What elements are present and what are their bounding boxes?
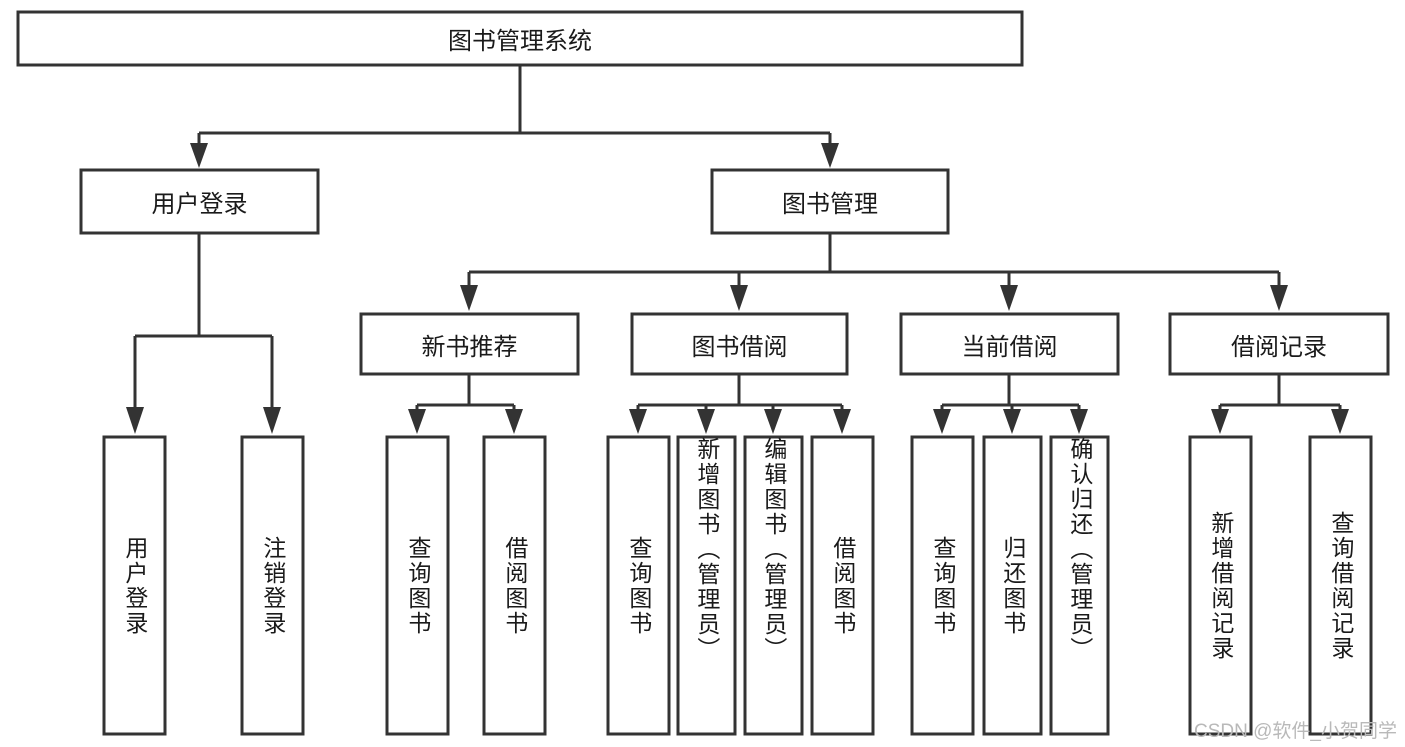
node-book-mgmt-box[interactable] — [710, 168, 950, 235]
arrow-head-icon — [1070, 409, 1088, 434]
node-borrow-record-box[interactable] — [1168, 312, 1390, 376]
arrow-head-icon — [505, 409, 523, 434]
arrow-head-icon — [1211, 409, 1229, 434]
node-root-box[interactable] — [16, 10, 1024, 67]
arrow-head-icon — [697, 409, 715, 434]
arrow-head-icon — [1270, 285, 1288, 311]
leaf-box[interactable] — [982, 435, 1043, 736]
node-book-borrow-box[interactable] — [630, 312, 849, 376]
arrow-head-icon — [190, 143, 208, 168]
arrow-head-icon — [629, 409, 647, 434]
connector-group-borrow-record — [1211, 374, 1349, 434]
connector-group-root — [190, 65, 839, 168]
arrow-head-icon — [764, 409, 782, 434]
node-user-login-box[interactable] — [79, 168, 320, 235]
arrow-head-icon — [933, 409, 951, 434]
connector-group-new-book-rec — [408, 374, 523, 434]
leaf-box[interactable] — [1049, 435, 1110, 736]
csdn-watermark: CSDN @软件_小贺同学 — [1194, 721, 1397, 742]
leaf-box[interactable] — [606, 435, 671, 736]
arrow-head-icon — [460, 285, 478, 311]
arrow-head-icon — [821, 143, 839, 168]
leaf-box[interactable] — [743, 435, 804, 736]
connector-group-current-borrow — [933, 374, 1088, 434]
connector-group-book-borrow — [629, 374, 851, 434]
node-current-borrow-box[interactable] — [899, 312, 1120, 376]
leaf-box[interactable] — [910, 435, 975, 736]
connector-group-book-mgmt — [460, 233, 1288, 311]
leaf-box[interactable] — [102, 435, 167, 736]
arrow-head-icon — [126, 407, 144, 434]
leaf-box[interactable] — [676, 435, 737, 736]
node-new-book-rec-box[interactable] — [359, 312, 580, 376]
leaf-box[interactable] — [482, 435, 547, 736]
arrow-head-icon — [1003, 409, 1021, 434]
leaf-box[interactable] — [385, 435, 450, 736]
connector-group-user-login — [126, 233, 281, 434]
leaf-box[interactable] — [1308, 435, 1373, 736]
leaf-box[interactable] — [240, 435, 305, 736]
arrow-head-icon — [1000, 285, 1018, 311]
arrow-head-icon — [833, 409, 851, 434]
arrow-head-icon — [1331, 409, 1349, 434]
leaf-box[interactable] — [1188, 435, 1253, 736]
arrow-head-icon — [263, 407, 281, 434]
arrow-head-icon — [408, 409, 426, 434]
leaf-box[interactable] — [810, 435, 875, 736]
arrow-head-icon — [730, 285, 748, 311]
